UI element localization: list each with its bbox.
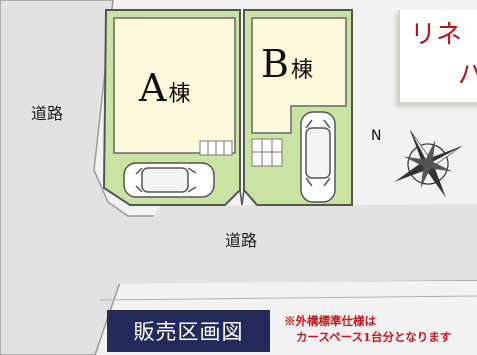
steps-b [251,138,283,167]
road-label-bottom: 道路 [225,231,258,250]
road-label-left: 道路 [31,104,64,123]
note-line-1: ※外構標準仕様は [284,314,376,328]
unit-a-letter: A [139,66,167,110]
steps-a [199,140,233,156]
note-line-2: カースペース1台分となります [296,330,452,344]
road-bottom [110,204,477,284]
car-a [123,162,215,198]
banner-line-2: パ [458,60,477,90]
unit-a-suffix: 棟 [168,82,191,107]
compass-icon [394,130,462,198]
house-a [113,17,236,154]
promo-banner: リネ パ [398,10,477,104]
unit-b-letter: B [261,42,289,86]
house-b [251,17,347,134]
north-label: N [371,128,382,144]
plan-title: 販売区画図 [107,310,270,352]
unit-b-label: B棟 [261,45,313,83]
unit-b-suffix: 棟 [290,58,313,83]
car-b [300,111,336,203]
unit-a-label: A棟 [139,69,190,107]
banner-line-1: リネ [410,20,463,50]
